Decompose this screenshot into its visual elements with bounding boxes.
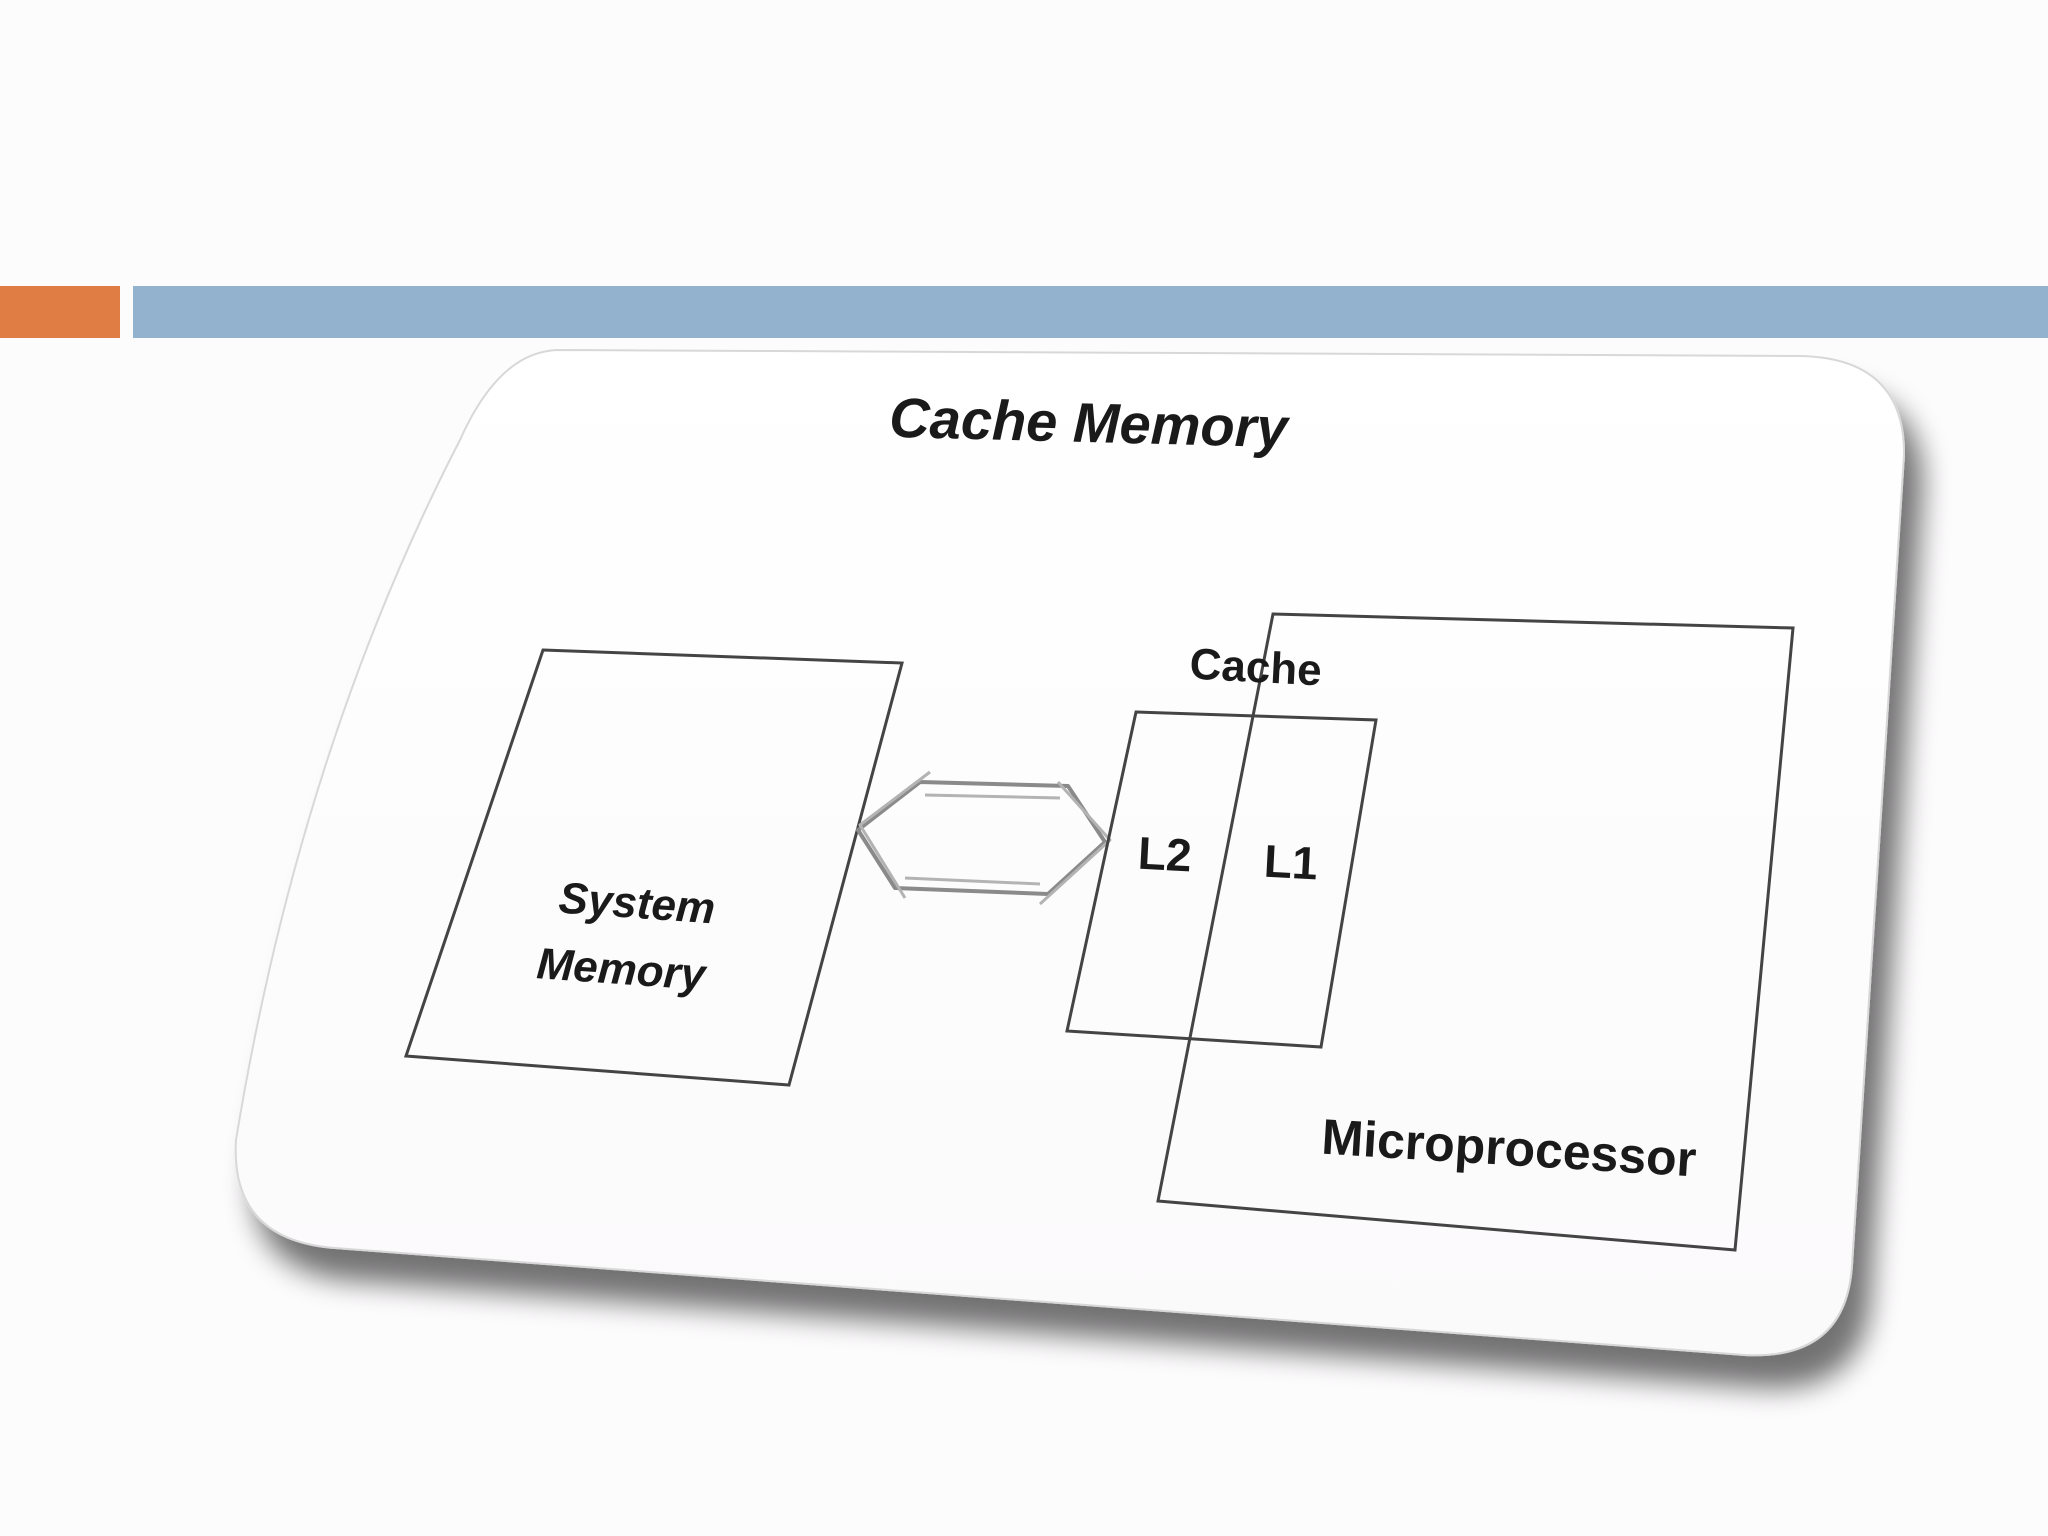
- diagram-title: Cache Memory: [889, 386, 1292, 459]
- bus-double-arrow: [856, 770, 1112, 906]
- diagram-card: [234, 348, 1906, 1357]
- l2-label: L2: [1137, 827, 1193, 882]
- microprocessor-box: [1156, 612, 1795, 1252]
- cache-label: Cache: [1189, 640, 1323, 696]
- slide-title-bar: [133, 286, 2048, 338]
- system-memory-label-line2: Memory: [535, 939, 709, 1000]
- cache-box: [1065, 710, 1378, 1049]
- slide-accent-bar: [0, 286, 120, 338]
- l1-label: L1: [1263, 835, 1319, 890]
- system-memory-label-line1: System: [557, 874, 717, 934]
- system-memory-box: [403, 648, 904, 1087]
